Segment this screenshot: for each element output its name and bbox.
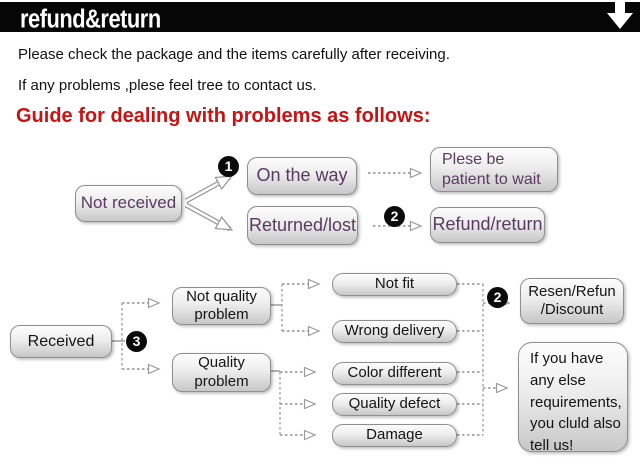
badge-1: 1 — [218, 156, 239, 177]
badge-2-top: 2 — [384, 206, 405, 227]
node-returned-lost: Returned/lost — [247, 206, 358, 245]
header-bar: refund&return — [0, 2, 640, 34]
node-not-quality-problem: Not quality problem — [172, 287, 271, 325]
guide-heading: Guide for dealing with problems as follo… — [16, 105, 431, 127]
intro-line-1: Please check the package and the items c… — [18, 46, 450, 63]
page-title: refund&return — [20, 4, 161, 34]
node-not-received: Not received — [75, 185, 182, 222]
down-arrow-icon — [607, 0, 633, 29]
node-wrong-delivery: Wrong delivery — [332, 320, 457, 343]
node-quality-defect: Quality defect — [332, 393, 457, 416]
node-damage: Damage — [332, 424, 457, 447]
intro-line-2: If any problems ,plese feel tree to cont… — [18, 77, 317, 94]
node-received: Received — [10, 325, 112, 358]
node-if-you-have: If you have any else requirements, you c… — [518, 342, 628, 454]
node-not-fit: Not fit — [332, 273, 457, 296]
node-refund-return: Refund/return — [430, 207, 545, 243]
node-color-different: Color different — [332, 362, 457, 385]
node-plese-be-patient: Plese be patient to wait — [430, 147, 558, 192]
badge-3: 3 — [126, 331, 147, 352]
node-on-the-way: On the way — [247, 157, 357, 195]
node-quality-problem: Quality problem — [172, 353, 271, 392]
node-resen-refun-discount: Resen/Refun /Discount — [520, 278, 624, 324]
badge-2-bottom: 2 — [487, 287, 508, 308]
